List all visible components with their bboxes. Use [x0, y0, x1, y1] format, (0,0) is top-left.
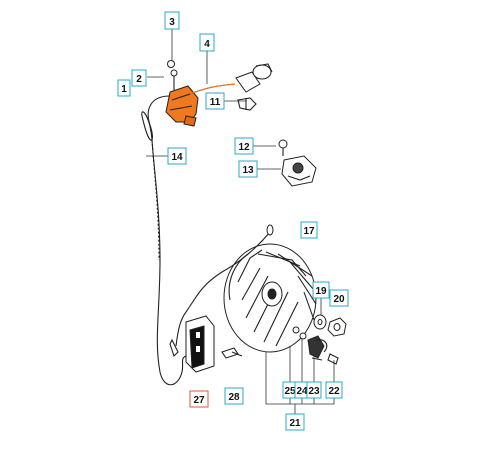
callout-19[interactable]: 19	[312, 281, 330, 299]
screw-28	[221, 347, 243, 359]
callout-28[interactable]: 28	[224, 387, 244, 405]
callout-12[interactable]: 12	[234, 137, 254, 155]
switch-module	[281, 155, 317, 187]
callout-19-label: 19	[315, 286, 327, 297]
screw-12	[278, 139, 288, 156]
short-circuit-cable	[141, 95, 187, 386]
callout-23[interactable]: 23	[306, 381, 322, 399]
callout-24[interactable]: 24	[294, 381, 310, 399]
callout-4-label: 4	[204, 39, 210, 50]
starter-pawl-assembly	[292, 326, 339, 365]
callout-27[interactable]: 27	[189, 390, 209, 408]
callout-2[interactable]: 2	[131, 69, 147, 87]
callout-21[interactable]: 21	[285, 413, 305, 431]
callout-14[interactable]: 14	[167, 147, 187, 165]
callout-20[interactable]: 20	[329, 289, 349, 307]
spark-plug-cap	[235, 63, 273, 93]
callout-22[interactable]: 22	[325, 381, 343, 399]
callout-14-label: 14	[171, 152, 183, 163]
callout-20-label: 20	[333, 294, 345, 305]
callout-17[interactable]: 17	[300, 221, 318, 239]
ignition-coil	[165, 60, 199, 127]
callout-2-label: 2	[136, 74, 142, 85]
callout-1[interactable]: 1	[117, 79, 131, 97]
spark-plug-wire	[189, 83, 236, 95]
callout-24-label: 24	[296, 386, 308, 397]
callout-11-label: 11	[210, 97, 221, 108]
callout-13-label: 13	[242, 165, 254, 176]
callout-23-label: 23	[308, 386, 320, 397]
callout-3[interactable]: 3	[164, 11, 180, 30]
callout-28-label: 28	[228, 392, 240, 403]
callout-21-label: 21	[289, 418, 301, 429]
washer-19	[313, 314, 327, 330]
ignition-module	[185, 315, 215, 373]
callout-17-label: 17	[303, 226, 315, 237]
callout-27-label: 27	[193, 395, 205, 406]
callout-11[interactable]: 11	[205, 92, 225, 110]
module-wire	[169, 224, 274, 358]
callout-1-label: 1	[121, 84, 127, 95]
leader-lines	[146, 29, 335, 414]
callout-13[interactable]: 13	[238, 160, 258, 178]
nut-20	[327, 317, 347, 337]
flywheel	[223, 243, 317, 353]
callout-12-label: 12	[238, 142, 250, 153]
callout-25-label: 25	[284, 386, 296, 397]
callout-4[interactable]: 4	[199, 33, 215, 52]
callout-3-label: 3	[169, 17, 175, 28]
callout-22-label: 22	[328, 386, 340, 397]
wire-clip	[237, 97, 257, 111]
